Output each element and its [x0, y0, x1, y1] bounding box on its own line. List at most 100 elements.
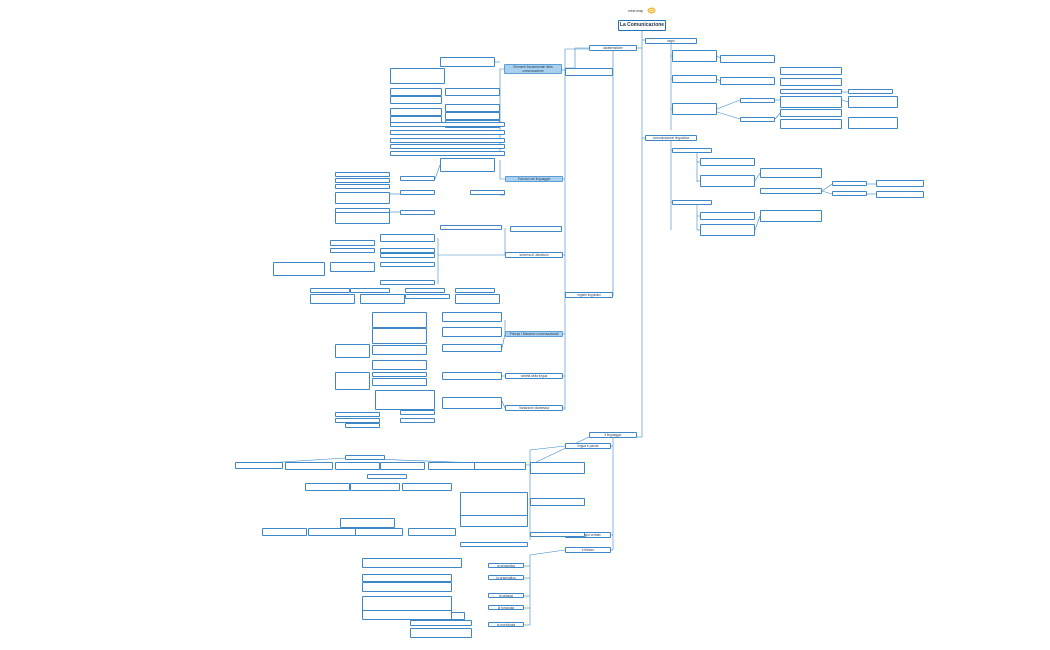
detail-box[interactable]	[470, 190, 505, 195]
detail-box[interactable]	[362, 558, 462, 568]
detail-box[interactable]	[330, 262, 375, 272]
detail-box[interactable]	[672, 75, 717, 83]
detail-box[interactable]	[672, 50, 717, 62]
detail-box[interactable]	[380, 234, 435, 242]
detail-box[interactable]	[390, 108, 442, 116]
detail-box[interactable]	[700, 158, 755, 166]
detail-box[interactable]	[235, 462, 283, 469]
branch-segni[interactable]: segni	[645, 38, 697, 44]
detail-box[interactable]	[780, 109, 842, 117]
detail-box[interactable]	[740, 98, 775, 103]
detail-box[interactable]	[335, 178, 390, 183]
detail-box[interactable]	[345, 455, 385, 460]
branch-pragmatica[interactable]: la pragmatica	[488, 575, 524, 580]
detail-box[interactable]	[372, 378, 427, 386]
detail-box[interactable]	[335, 462, 380, 470]
detail-box[interactable]	[445, 88, 500, 96]
detail-box[interactable]	[428, 462, 476, 470]
detail-box[interactable]	[700, 212, 755, 220]
detail-box[interactable]	[340, 518, 395, 528]
detail-box[interactable]	[405, 294, 450, 299]
detail-box[interactable]	[445, 104, 500, 112]
detail-box[interactable]	[405, 288, 445, 293]
detail-box[interactable]	[375, 390, 435, 410]
detail-box[interactable]	[335, 344, 370, 358]
detail-box[interactable]	[372, 360, 427, 370]
detail-box[interactable]	[400, 190, 435, 195]
branch-semantica[interactable]: la semantica	[488, 563, 524, 568]
detail-box[interactable]	[832, 191, 867, 196]
detail-box[interactable]	[390, 138, 505, 143]
detail-box[interactable]	[372, 312, 427, 328]
detail-box[interactable]	[400, 418, 435, 423]
detail-box[interactable]	[335, 412, 380, 417]
detail-box[interactable]	[390, 96, 442, 104]
detail-box[interactable]	[440, 158, 495, 172]
detail-box[interactable]	[720, 77, 775, 85]
detail-box[interactable]	[410, 628, 472, 638]
detail-box[interactable]	[380, 248, 435, 253]
detail-box[interactable]	[350, 288, 390, 293]
detail-box[interactable]	[700, 175, 755, 187]
branch-schema-jakobson[interactable]: schema di Jakobson	[505, 252, 563, 258]
branch-varieta[interactable]: varietà della lingua	[505, 373, 563, 379]
branch-caratteristiche[interactable]: caratteristiche	[589, 45, 637, 51]
detail-box[interactable]	[335, 372, 370, 390]
detail-box[interactable]	[335, 418, 380, 423]
detail-box[interactable]	[390, 122, 505, 127]
detail-box[interactable]	[400, 176, 435, 181]
detail-box[interactable]	[380, 262, 435, 267]
detail-box[interactable]	[530, 532, 585, 537]
detail-box[interactable]	[262, 528, 307, 536]
branch-comunicazione-linguistica[interactable]: comunicazione linguistica	[645, 135, 697, 141]
branch-funzioni-linguaggio[interactable]: Funzioni del linguaggio	[505, 176, 563, 182]
detail-box[interactable]	[780, 96, 842, 108]
detail-box[interactable]	[372, 345, 427, 355]
detail-box[interactable]	[442, 372, 502, 380]
detail-box[interactable]	[350, 483, 400, 491]
detail-box[interactable]	[700, 224, 755, 236]
detail-box[interactable]	[345, 423, 380, 428]
detail-box[interactable]	[442, 344, 502, 352]
detail-box[interactable]	[400, 410, 435, 415]
detail-box[interactable]	[445, 112, 500, 120]
detail-box[interactable]	[367, 474, 407, 479]
detail-box[interactable]	[335, 192, 390, 204]
branch-registri[interactable]: registri linguistici	[565, 292, 613, 298]
detail-box[interactable]	[410, 620, 472, 626]
branch-morfologia[interactable]: la morfologia	[488, 622, 524, 627]
detail-box[interactable]	[672, 148, 712, 153]
detail-box[interactable]	[310, 294, 355, 304]
detail-box[interactable]	[372, 372, 427, 377]
detail-box[interactable]	[335, 172, 390, 177]
detail-box[interactable]	[455, 294, 500, 304]
detail-box[interactable]	[780, 78, 842, 86]
detail-box[interactable]	[372, 328, 427, 344]
detail-box[interactable]	[848, 117, 898, 129]
branch-fonologia[interactable]: la fonologia	[488, 605, 524, 610]
detail-box[interactable]	[360, 294, 405, 304]
detail-box[interactable]	[780, 119, 842, 129]
detail-box[interactable]	[308, 528, 356, 536]
detail-box[interactable]	[330, 248, 375, 253]
detail-box[interactable]	[510, 226, 562, 232]
branch-variazione[interactable]: Variazione diamesica	[505, 405, 563, 411]
detail-box[interactable]	[362, 574, 452, 582]
detail-box[interactable]	[780, 89, 842, 94]
detail-box[interactable]	[460, 542, 528, 547]
detail-box[interactable]	[760, 210, 822, 222]
detail-box[interactable]	[440, 57, 495, 67]
detail-box[interactable]	[408, 528, 456, 536]
detail-box[interactable]	[390, 130, 505, 135]
detail-box[interactable]	[335, 212, 390, 224]
detail-box[interactable]	[565, 68, 613, 76]
branch-sintassi[interactable]: la sintassi	[488, 593, 524, 598]
detail-box[interactable]	[380, 462, 425, 470]
detail-box[interactable]	[720, 55, 775, 63]
detail-box[interactable]	[285, 462, 333, 470]
branch-elementi-fondamentali[interactable]: Elementi fondamentali della comunicazion…	[504, 64, 562, 74]
detail-box[interactable]	[832, 181, 867, 186]
root-node[interactable]: La Comunicazione	[618, 20, 666, 31]
branch-il-linguaggio[interactable]: il linguaggio	[589, 432, 637, 438]
